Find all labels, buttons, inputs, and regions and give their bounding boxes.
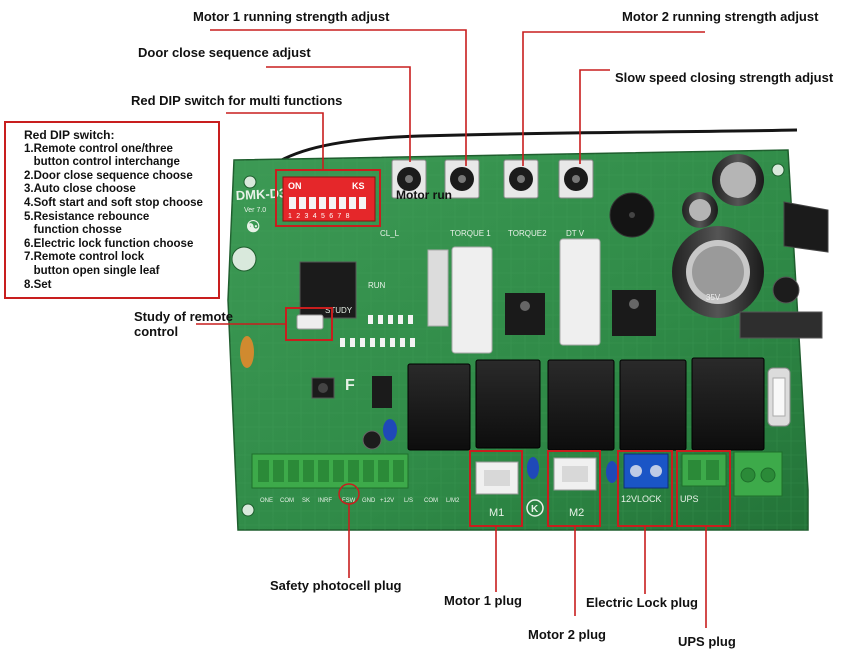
slow-speed-label: Slow speed closing strength adjust	[615, 70, 834, 85]
leader-red-dip	[226, 112, 324, 170]
dip-legend-title: Red DIP switch:	[24, 128, 115, 142]
run-text: RUN	[368, 281, 386, 290]
potentiometer-torque2	[503, 159, 539, 199]
dip-legend-item: 6.Electric lock function choose	[24, 237, 194, 250]
capacitor-label: 35V	[706, 293, 721, 302]
door-sequence-label: Door close sequence adjust	[138, 45, 311, 60]
power-terminal	[733, 451, 783, 497]
electric-lock-plug-label: Electric Lock plug	[586, 595, 698, 610]
dip-legend-item: 8.Set	[24, 278, 52, 291]
motor1-plug-label: Motor 1 plug	[444, 593, 522, 608]
dip-legend-list: 1.Remote control one/three button contro…	[24, 143, 218, 293]
small-electrolytic	[362, 430, 382, 450]
potentiometer-cl	[391, 159, 427, 199]
dip-legend-item: button control interchange	[24, 156, 180, 169]
motor2-callout-box	[547, 450, 601, 527]
capacitor-tiny	[772, 276, 800, 304]
dip-legend-item: 3.Auto close choose	[24, 183, 136, 196]
leader-door-sequence	[266, 66, 411, 162]
red-dip-label: Red DIP switch for multi functions	[131, 93, 343, 108]
fuse	[767, 367, 791, 427]
motor1-connector	[475, 461, 519, 495]
orange-capacitor	[240, 336, 254, 368]
small-ic	[372, 376, 392, 408]
dip-legend-box: Red DIP switch: 1.Remote control one/thr…	[4, 121, 220, 299]
ups-text: UPS	[680, 494, 699, 504]
heatsink-bar	[739, 311, 823, 339]
f-text: F	[345, 377, 355, 394]
terminal-block-main	[251, 453, 409, 489]
terminal-label: SK	[302, 498, 310, 504]
lock-text: 12VLOCK	[621, 494, 662, 504]
terminal-label: COM	[280, 498, 294, 504]
leader-motor1-strength	[210, 29, 467, 166]
motor2-connector	[553, 457, 597, 491]
connector-white	[427, 249, 449, 327]
lock-terminal	[623, 453, 669, 489]
board-version-text: Ver 7.0	[244, 207, 266, 214]
dip-ks-text: KS	[352, 181, 365, 191]
k-logo	[526, 499, 544, 517]
terminal-label: FSW	[342, 498, 356, 504]
potentiometer-dtv	[558, 159, 594, 199]
heatsink	[783, 201, 829, 253]
leader-lines	[196, 29, 707, 628]
terminal-label: GND	[362, 498, 376, 504]
capacitor-small	[682, 192, 718, 228]
dip-number-text: 1 2 3 4 5 6 7 8	[288, 213, 351, 220]
dip-callout-box	[275, 169, 381, 227]
terminal-label: L/M2	[446, 498, 460, 504]
study-remote-label: Study of remote control	[134, 309, 233, 339]
dip-legend-item: 5.Resistance rebounce	[24, 210, 150, 223]
cl-text: CL_L	[380, 229, 400, 238]
motor2-plug-label: Motor 2 plug	[528, 627, 606, 642]
ups-plug-label: UPS plug	[678, 634, 736, 649]
ups-terminal	[681, 453, 727, 487]
dip-legend-item: 1.Remote control one/three	[24, 142, 173, 155]
ups-callout-box	[676, 450, 731, 527]
terminal-label: COM	[424, 498, 438, 504]
terminal-label: +12V	[380, 498, 394, 504]
terminal-label: ONE	[260, 498, 273, 504]
safety-photocell-label: Safety photocell plug	[270, 578, 402, 593]
relay-row	[407, 357, 765, 451]
dip-legend-item: button open single leaf	[24, 264, 160, 277]
k-logo-text: K	[531, 504, 539, 515]
led-rows	[340, 315, 415, 347]
leader-slow-speed	[579, 69, 610, 164]
study-text: STUDY	[325, 306, 353, 315]
motor-run-text: Motor run	[396, 188, 452, 202]
blue-capacitor-1	[383, 419, 397, 441]
logo-mark: ☯	[246, 219, 260, 236]
dip-legend-item: 2.Door close sequence choose	[24, 169, 193, 182]
blue-capacitor-2	[527, 457, 539, 479]
dip-legend-item: function chosse	[24, 224, 122, 237]
transformer-1	[451, 246, 493, 354]
blue-capacitor-3	[606, 461, 618, 483]
transformer-2	[559, 238, 601, 346]
transistor-1	[505, 293, 545, 335]
capacitor-large	[672, 226, 764, 318]
dtv-text: DT V	[566, 229, 585, 238]
torque1-text: TORQUE 1	[450, 229, 491, 238]
dip-legend-item: 7.Remote control lock	[24, 251, 145, 264]
dip-legend-item: 4.Soft start and soft stop choose	[24, 196, 203, 209]
motor1-strength-label: Motor 1 running strength adjust	[193, 9, 390, 24]
motor2-strength-label: Motor 2 running strength adjust	[622, 9, 819, 24]
leader-motor2-strength	[522, 31, 705, 166]
capacitor-medium	[712, 154, 764, 206]
study-button	[296, 314, 324, 330]
terminal-label: INRF	[318, 498, 332, 504]
terminal-labels: ONE COM SK INRF FSW GND +12V L/S COM L/M…	[260, 498, 460, 504]
m2-text: M2	[569, 507, 584, 519]
torque2-text: TORQUE2	[508, 229, 547, 238]
dip-on-text: ON	[288, 181, 302, 191]
m1-text: M1	[489, 507, 504, 519]
terminal-label: L/S	[404, 498, 413, 504]
potentiometer-torque1	[444, 159, 480, 199]
dip-switch: ON KS 1 2 3 4 5 6 7 8	[275, 169, 381, 227]
transistor-2	[612, 290, 656, 336]
